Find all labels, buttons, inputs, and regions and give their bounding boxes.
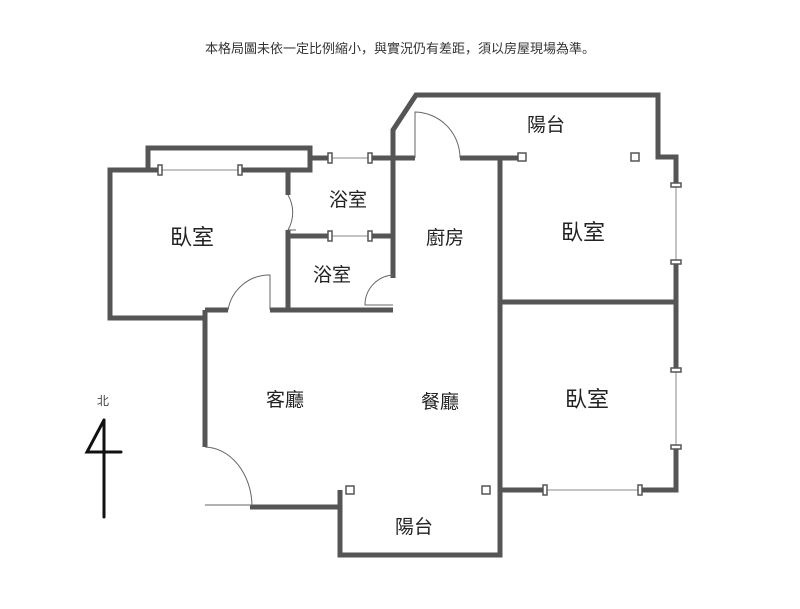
room-label-bedroom-right-bottom: 臥室 [565,388,609,413]
room-label-dining-room: 餐廳 [421,391,459,413]
room-label-living-room: 客廳 [266,389,304,411]
room-label-bathroom-upper: 浴室 [329,189,367,211]
room-label-bedroom-left: 臥室 [170,226,214,251]
compass: 北 [84,394,123,519]
compass-label: 北 [97,394,109,408]
room-label-kitchen: 廚房 [426,226,464,249]
room-labels: 臥室 浴室 浴室 廚房 陽台 臥室 臥室 客廳 餐廳 陽台 [170,114,609,538]
room-label-bedroom-right-top: 臥室 [561,221,605,246]
disclaimer-note: 本格局圖未依一定比例縮小，與實況仍有差距，須以房屋現場為準。 [204,42,595,57]
room-label-balcony-top: 陽台 [527,114,565,136]
room-label-balcony-bottom: 陽台 [395,516,433,538]
north-arrow-icon [84,418,123,519]
walls [107,92,679,558]
doors [204,111,461,506]
windows [157,152,682,496]
room-label-bathroom-lower: 浴室 [313,264,351,286]
